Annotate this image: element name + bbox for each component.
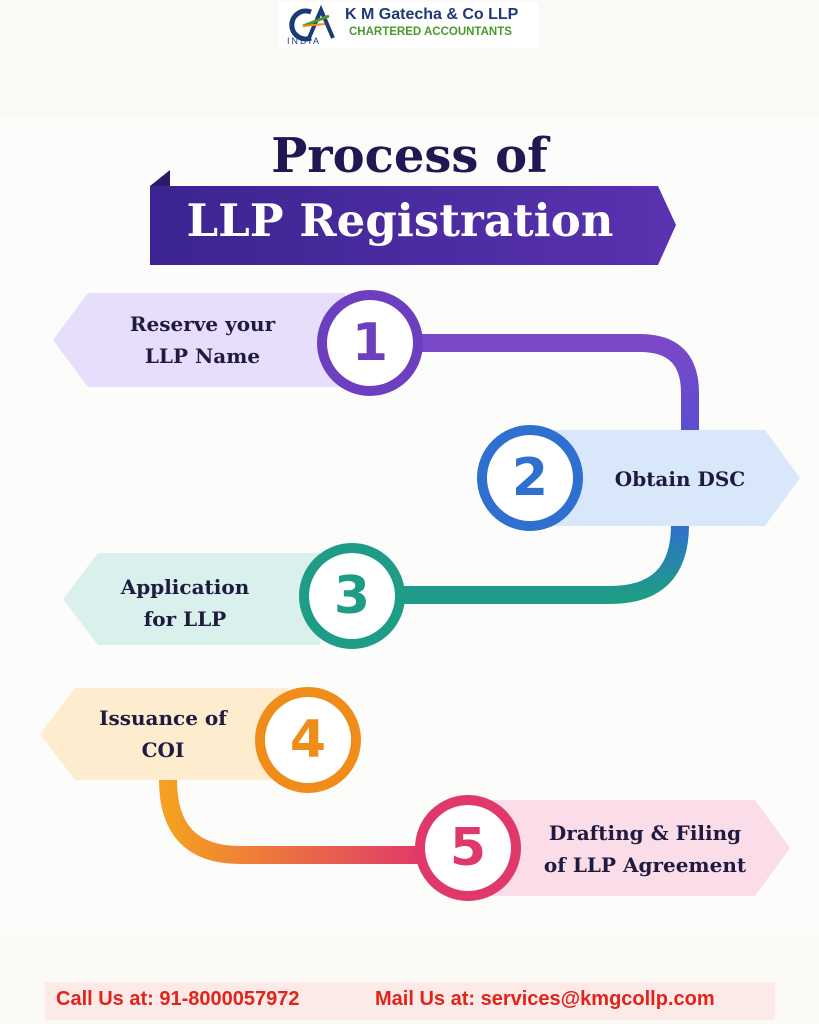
step-2-label-line-1: Obtain DSC xyxy=(614,467,746,491)
title-line-2: LLP Registration xyxy=(186,194,614,247)
logo-country: INDIA xyxy=(287,36,322,46)
company-subtitle: CHARTERED ACCOUNTANTS xyxy=(349,26,512,38)
step-4-circle xyxy=(255,687,361,793)
step-3-circle xyxy=(299,543,405,649)
step-3-label-line-2: for LLP xyxy=(143,607,227,631)
step-3-label-line-1: Application xyxy=(120,575,250,599)
connector-4-5 xyxy=(159,771,434,864)
ca-logo-icon xyxy=(289,4,335,42)
step-1-label: Reserve your LLP Name xyxy=(90,308,315,372)
step-1-label-line-1: Reserve your xyxy=(129,312,276,336)
step-2-label: Obtain DSC xyxy=(585,463,775,495)
connector-1-2 xyxy=(401,334,699,439)
mail-us-text[interactable]: Mail Us at: services@kmgcollp.com xyxy=(375,988,715,1010)
step-5-label-line-1: Drafting & Filing xyxy=(548,821,742,845)
title-line-1: Process of xyxy=(271,128,548,184)
step-5-label-line-2: of LLP Agreement xyxy=(543,853,747,877)
step-2-circle xyxy=(477,425,583,531)
step-4-box xyxy=(40,688,288,780)
step-3-number: 3 xyxy=(333,566,371,626)
connector-2-3 xyxy=(391,516,689,604)
step-4-label-line-2: COI xyxy=(141,738,185,762)
title-banner xyxy=(150,170,676,265)
step-5-number: 5 xyxy=(449,818,487,878)
step-5-box xyxy=(470,800,790,896)
step-3-label: Application for LLP xyxy=(80,571,290,635)
step-1-label-line-2: LLP Name xyxy=(144,344,261,368)
company-name: K M Gatecha & Co LLP xyxy=(345,6,519,23)
step-1-circle xyxy=(317,290,423,396)
step-2-number: 2 xyxy=(511,448,549,508)
step-4-label-line-1: Issuance of xyxy=(99,706,227,730)
step-1-number: 1 xyxy=(351,313,389,373)
step-2-box xyxy=(520,430,800,526)
contact-bar xyxy=(45,982,775,1020)
call-us-text[interactable]: Call Us at: 91-8000057972 xyxy=(56,988,300,1010)
step-1-box xyxy=(53,293,345,387)
step-4-number: 4 xyxy=(289,710,327,770)
step-3-box xyxy=(63,553,320,645)
step-5-circle xyxy=(415,795,521,901)
step-5-label: Drafting & Filing of LLP Agreement xyxy=(530,817,760,881)
step-4-label: Issuance of COI xyxy=(58,702,268,766)
company-logo: INDIA K M Gatecha & Co LLP CHARTERED ACC… xyxy=(279,2,539,48)
